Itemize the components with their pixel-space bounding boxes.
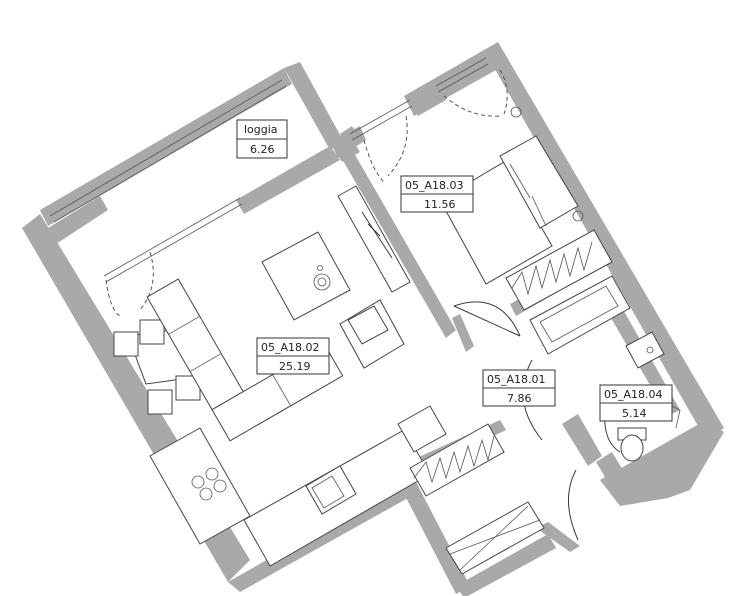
room-label-loggia: loggia 6.26 — [236, 119, 288, 159]
washbasin — [625, 331, 665, 369]
wall-pier-1 — [408, 82, 446, 116]
toilet — [617, 427, 647, 462]
room-code: loggia — [244, 123, 278, 136]
room-label-bathroom: 05_A18.04 5.14 — [599, 384, 673, 422]
wall-loggia-east — [284, 62, 344, 150]
wall-loggia-living-2 — [236, 146, 340, 214]
bathtub — [529, 275, 631, 355]
wall-east — [484, 42, 724, 440]
wall-loggia-living-1 — [48, 196, 108, 244]
coffee-table — [261, 231, 351, 321]
room-code: 05_A18.01 — [487, 373, 546, 386]
entrance-storage — [445, 501, 545, 575]
room-label-hall: 05_A18.01 7.86 — [482, 369, 556, 407]
room-area: 5.14 — [622, 407, 647, 420]
room-code: 05_A18.02 — [261, 341, 320, 354]
wall-hall-jamb — [452, 314, 474, 352]
room-area: 11.56 — [424, 198, 456, 211]
wall-entrance-east — [536, 522, 580, 552]
tv-console — [337, 185, 411, 293]
wardrobe-bedroom — [505, 229, 613, 311]
wall-interior-bedroom — [338, 146, 456, 338]
room-code: 05_A18.03 — [405, 179, 464, 192]
room-label-bedroom: 05_A18.03 11.56 — [400, 175, 474, 213]
kitchen-sink — [305, 465, 357, 515]
room-area: 7.86 — [507, 392, 532, 405]
wall-entrance-west — [400, 478, 470, 594]
wall-loggia-north — [40, 68, 292, 226]
room-area: 6.26 — [250, 143, 275, 156]
kitchen-counter — [149, 427, 251, 545]
wall-bath-jamb — [596, 452, 636, 502]
room-label-living: 05_A18.02 25.19 — [256, 337, 330, 375]
windows — [49, 57, 489, 283]
furniture — [113, 106, 681, 575]
wall-door-jamb-2 — [562, 414, 602, 466]
room-area: 25.19 — [279, 360, 311, 373]
wall-entrance-south — [456, 534, 556, 596]
room-code: 05_A18.04 — [604, 388, 663, 401]
